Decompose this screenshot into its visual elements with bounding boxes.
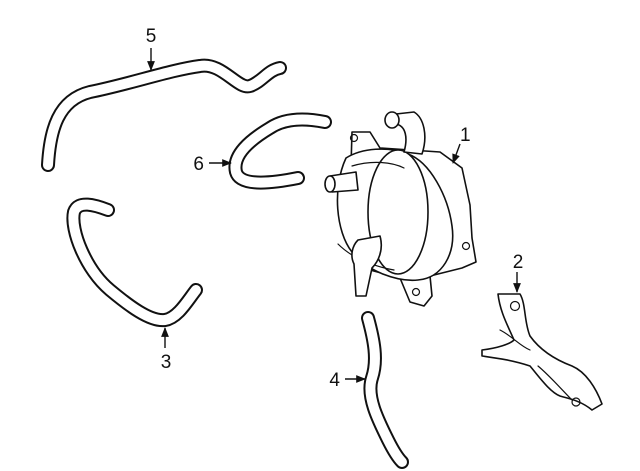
hose-part-3[interactable] — [66, 197, 203, 328]
callout-1: 1 — [460, 125, 471, 146]
callout-4: 4 — [329, 370, 340, 391]
callout-6: 6 — [193, 154, 204, 175]
hose-part-6[interactable] — [228, 112, 332, 190]
hose-part-5[interactable] — [41, 58, 287, 172]
bracket-part-2[interactable] — [481, 293, 603, 411]
callout-2: 2 — [513, 252, 524, 273]
callout-3: 3 — [161, 352, 172, 373]
oil-cooler-part-1[interactable] — [324, 111, 477, 307]
hose-part-4[interactable] — [361, 311, 409, 469]
leader-1 — [452, 143, 461, 164]
callout-5: 5 — [146, 26, 157, 47]
